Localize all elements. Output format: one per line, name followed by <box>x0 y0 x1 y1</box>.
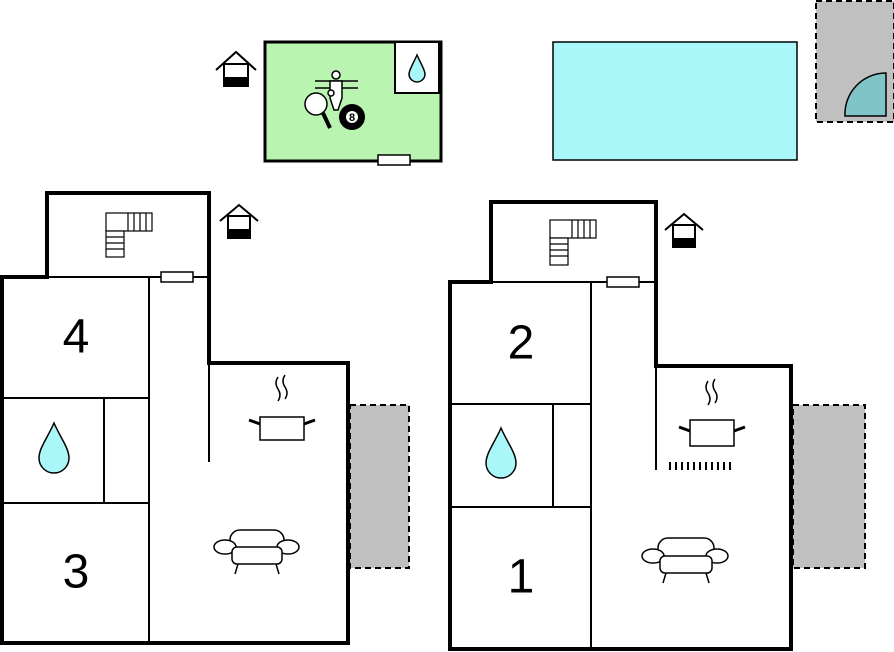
left-house: 4 3 <box>0 191 410 645</box>
house-entrance-icon <box>215 50 257 87</box>
sofa-icon <box>641 537 729 584</box>
water-drop-icon <box>485 426 517 479</box>
games-room: 8 <box>263 40 443 166</box>
room-number: 4 <box>63 311 90 364</box>
door-icon <box>606 276 640 288</box>
cooking-pot-icon <box>248 374 316 441</box>
cooking-pot-icon <box>678 378 746 447</box>
right-house: 2 1 <box>448 200 866 651</box>
room-number: 1 <box>508 551 535 604</box>
swimming-pool <box>552 41 798 161</box>
radiator-icon <box>669 462 731 470</box>
door-icon <box>160 271 194 283</box>
hot-tub-icon <box>844 72 887 117</box>
terrace <box>349 404 410 569</box>
house-entrance-icon <box>664 212 704 248</box>
water-drop-icon <box>408 53 426 83</box>
room-number: 2 <box>508 317 535 370</box>
water-drop-icon <box>38 421 70 474</box>
sofa-icon <box>213 529 300 575</box>
house-entrance-icon <box>219 203 259 239</box>
table-tennis-icon <box>304 89 335 129</box>
billiard-ball-number: 8 <box>349 112 355 124</box>
stairs-icon <box>105 212 153 258</box>
room-number: 3 <box>63 546 90 599</box>
hot-tub-terrace <box>815 0 894 123</box>
billiard-ball-icon: 8 <box>339 104 365 130</box>
foosball-icon <box>315 70 358 111</box>
stairs-icon <box>549 219 597 266</box>
door-icon <box>377 154 411 166</box>
terrace <box>792 404 866 569</box>
